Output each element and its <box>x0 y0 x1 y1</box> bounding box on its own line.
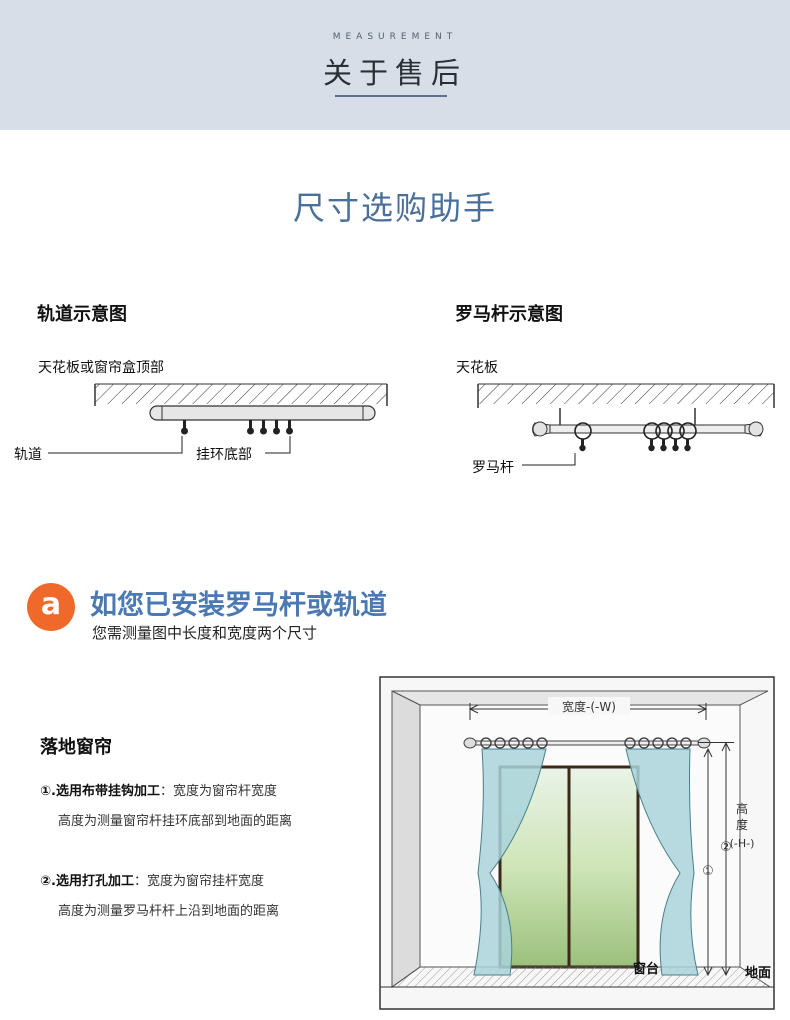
rod-ring-clips <box>579 439 691 452</box>
rod-ceiling-label: 天花板 <box>456 360 498 376</box>
page-title: 尺寸选购助手 <box>292 189 497 227</box>
hook-bottom-label: 挂环底部 <box>196 447 252 463</box>
window-rod-rings <box>480 737 692 749</box>
marker-2: ② <box>720 840 732 855</box>
option-2-line-1: ②.选用打孔加工：宽度为窗帘挂杆宽度 <box>40 870 264 889</box>
floor-curtain-title: 落地窗帘 <box>40 737 112 758</box>
rod-label: 罗马杆 <box>472 460 514 476</box>
rod-leader-line <box>522 453 576 466</box>
header-underline <box>335 95 447 97</box>
sill-label: 窗台 <box>633 961 659 977</box>
option-2-bold: 选用打孔加工 <box>55 874 134 889</box>
track-label: 轨道 <box>14 447 42 463</box>
header-banner: MEASUREMENT 关于售后 <box>0 0 790 130</box>
option-2-number: ②. <box>40 874 56 889</box>
option-1-bold: 选用布带挂钩加工 <box>55 784 160 799</box>
rod-diagram <box>477 383 775 466</box>
right-curtain <box>625 748 699 976</box>
track-rail <box>149 405 376 421</box>
marker-1: ① <box>702 864 714 879</box>
track-hooks <box>181 420 293 435</box>
rod-ceiling <box>477 383 775 408</box>
track-leader-lines <box>48 436 291 454</box>
rod-diagram-title: 罗马杆示意图 <box>455 304 563 325</box>
height-label-2: 度 <box>736 817 748 832</box>
section-a-badge: a <box>27 583 75 631</box>
rod-bar <box>532 408 764 437</box>
track-diagram-title: 轨道示意图 <box>37 304 127 325</box>
width-label: 宽度-(-W) <box>562 699 616 714</box>
height-dimension-1 <box>703 747 713 977</box>
option-1-number: ①. <box>40 784 56 799</box>
option-2-line-2: 高度为测量罗马杆杆上沿到地面的距离 <box>58 904 280 919</box>
window-recess-left <box>391 690 421 988</box>
height-label-1: 高 <box>736 801 748 816</box>
section-a-subtitle: 您需测量图中长度和宽度两个尺寸 <box>92 624 318 642</box>
height-dim-top-tick <box>698 742 734 743</box>
section-a-title: 如您已安装罗马杆或轨道 <box>90 590 387 621</box>
option-1-line-1: ①.选用布带挂钩加工：宽度为窗帘杆宽度 <box>40 780 277 799</box>
floor-label: 地面 <box>745 965 771 981</box>
track-ceiling-label: 天花板或窗帘盒顶部 <box>38 360 164 376</box>
window-illustration: 宽度-(-W) ① ② 高 度 (-H-) 窗台 地面 <box>379 676 775 1010</box>
option-1-text: ：宽度为窗帘杆宽度 <box>159 784 277 799</box>
track-ceiling <box>94 383 388 406</box>
left-curtain <box>473 748 547 976</box>
option-1-line-2: 高度为测量窗帘杆挂环底部到地面的距离 <box>58 814 293 829</box>
height-label-3: (-H-) <box>730 837 755 850</box>
header-title: 关于售后 <box>322 56 467 90</box>
width-label-bg <box>548 697 630 715</box>
option-2-text: ：宽度为窗帘挂杆宽度 <box>133 874 264 889</box>
track-diagram <box>48 383 388 454</box>
window-sill <box>390 966 772 988</box>
header-subtitle: MEASUREMENT <box>332 32 458 42</box>
